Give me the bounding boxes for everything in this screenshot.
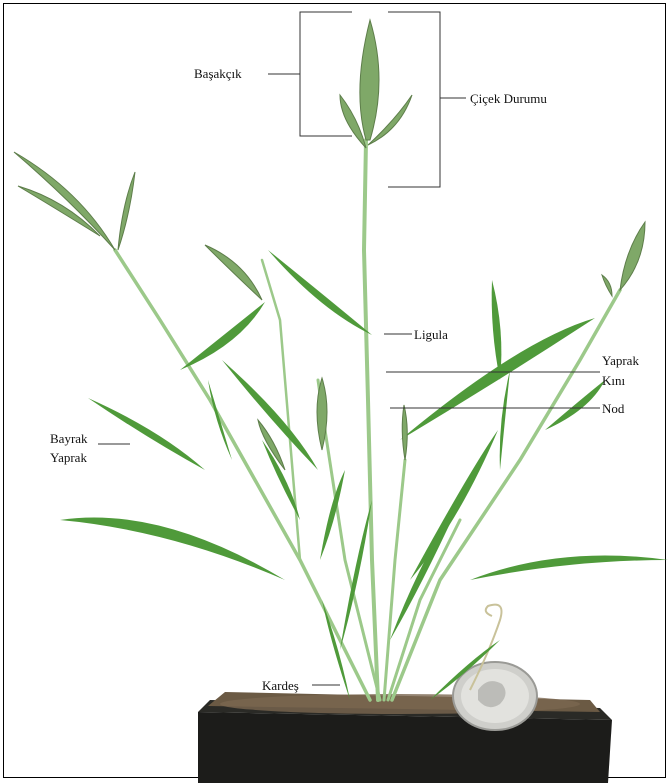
pot (198, 692, 612, 783)
label-sheath-line2: Kını (602, 373, 625, 388)
label-ligule: Ligula (414, 327, 448, 342)
coin (453, 662, 537, 730)
label-node: Nod (602, 401, 624, 416)
spikes (14, 20, 645, 470)
inflorescence-bracket (388, 12, 440, 187)
label-inflorescence: Çiçek Durumu (470, 91, 547, 106)
label-tiller: Kardeş (262, 678, 299, 693)
stems (115, 140, 620, 700)
label-sheath-line1: Yaprak (602, 353, 639, 368)
label-flag-leaf-line1: Bayrak (50, 431, 88, 446)
spikelet-bracket (300, 12, 352, 136)
label-spikelet: Başakçık (194, 66, 242, 81)
label-flag-leaf-line2: Yaprak (50, 450, 87, 465)
